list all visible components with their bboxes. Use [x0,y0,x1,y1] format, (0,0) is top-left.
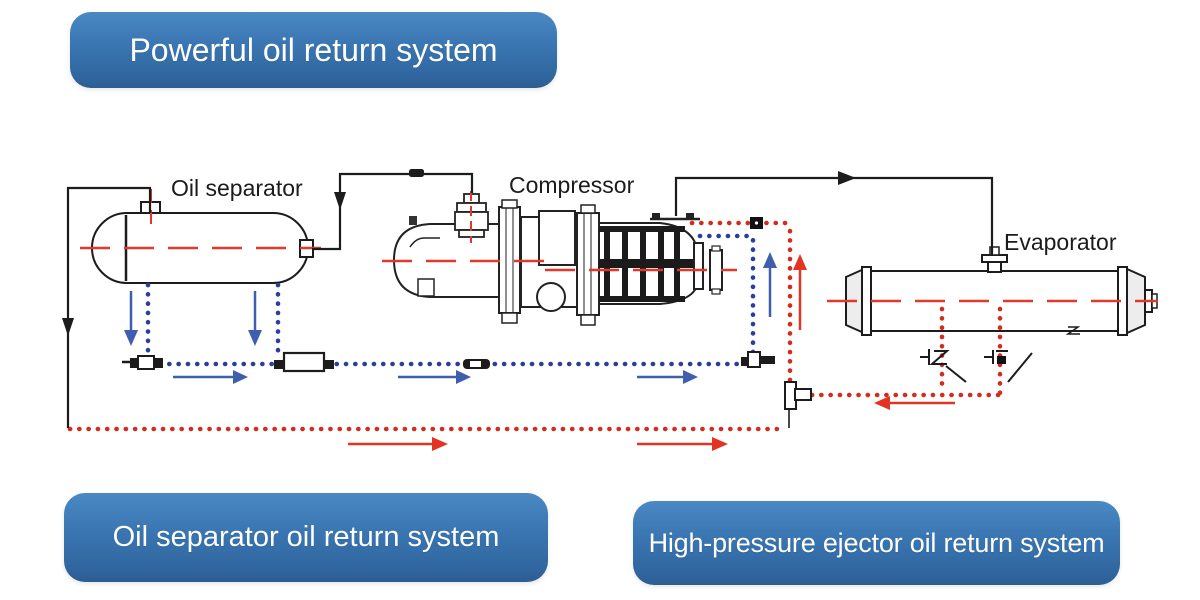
oil-separator-label: Oil separator [171,175,303,201]
riser-valve [741,351,775,368]
evaporator-shell [870,270,1120,332]
compressor-body [382,191,737,326]
red-up-arrow [793,254,807,330]
sight-glass [463,359,490,369]
compressor-cage [599,226,694,302]
gas-piping [66,172,994,428]
red-left-arrow [874,396,955,410]
blue-flow-arrows [124,252,777,384]
legend-banner-oil-separator: Oil separator oil return system [64,493,548,582]
compressor-bolt [409,216,417,225]
oil-separator-vessel [80,189,321,284]
compressor-end-flange [693,242,704,290]
compressor-top-box [538,210,576,266]
oil-return-components [122,217,1033,428]
separator-top-pipe [66,186,152,428]
title-banner-label: Powerful oil return system [129,31,498,68]
legend-banner-high-pressure-ejector: High-pressure ejector oil return system [633,501,1120,585]
legend-banner-right-label: High-pressure ejector oil return system [648,527,1105,558]
evaporator-top-flange [981,254,1008,263]
oil-filter [454,191,489,243]
compressor-bracket [417,278,435,297]
evaporator-label: Evaporator [1004,229,1117,255]
compressor-discharge-pipe [312,172,474,251]
red-right-arrow-2 [637,437,728,451]
up-arrow-blue [763,252,777,317]
down-arrow-discharge-pipe [334,192,346,210]
red-line-fitting [750,217,763,229]
compressor-flange-2 [576,212,600,316]
compressor-detail-line [409,237,440,248]
pipe-arrows [62,169,856,336]
evaporator-vessel [845,246,1158,336]
right-arrow-3 [637,370,698,384]
pipe-inline-fitting [409,169,424,177]
ejector-oil-return-line [67,220,1003,432]
separator-oil-return-line [145,233,756,367]
legend-banner-left-label: Oil separator oil return system [112,521,500,553]
compressor-evaporator-pipe [674,176,994,256]
down-arrow-1 [124,291,138,346]
right-arrow-evaporator-pipe [838,171,856,185]
oil-strainer [274,351,334,373]
down-arrow-2 [248,291,262,346]
evaporator-valve-1 [920,349,967,383]
compressor-label: Compressor [509,172,635,198]
down-arrow-left-pipe [62,318,74,336]
right-arrow-1 [173,370,248,384]
shutoff-valve [122,355,163,370]
red-right-arrow-1 [348,437,448,451]
evaporator-drain-mark [1065,326,1081,335]
ejector [784,381,812,428]
right-arrow-2 [398,370,471,384]
red-flow-arrows [348,254,955,451]
compressor-end-nozzle [709,249,723,291]
title-banner: Powerful oil return system [70,12,557,88]
compressor-port-circle [536,282,566,312]
evaporator-valve-2 [984,350,1033,383]
